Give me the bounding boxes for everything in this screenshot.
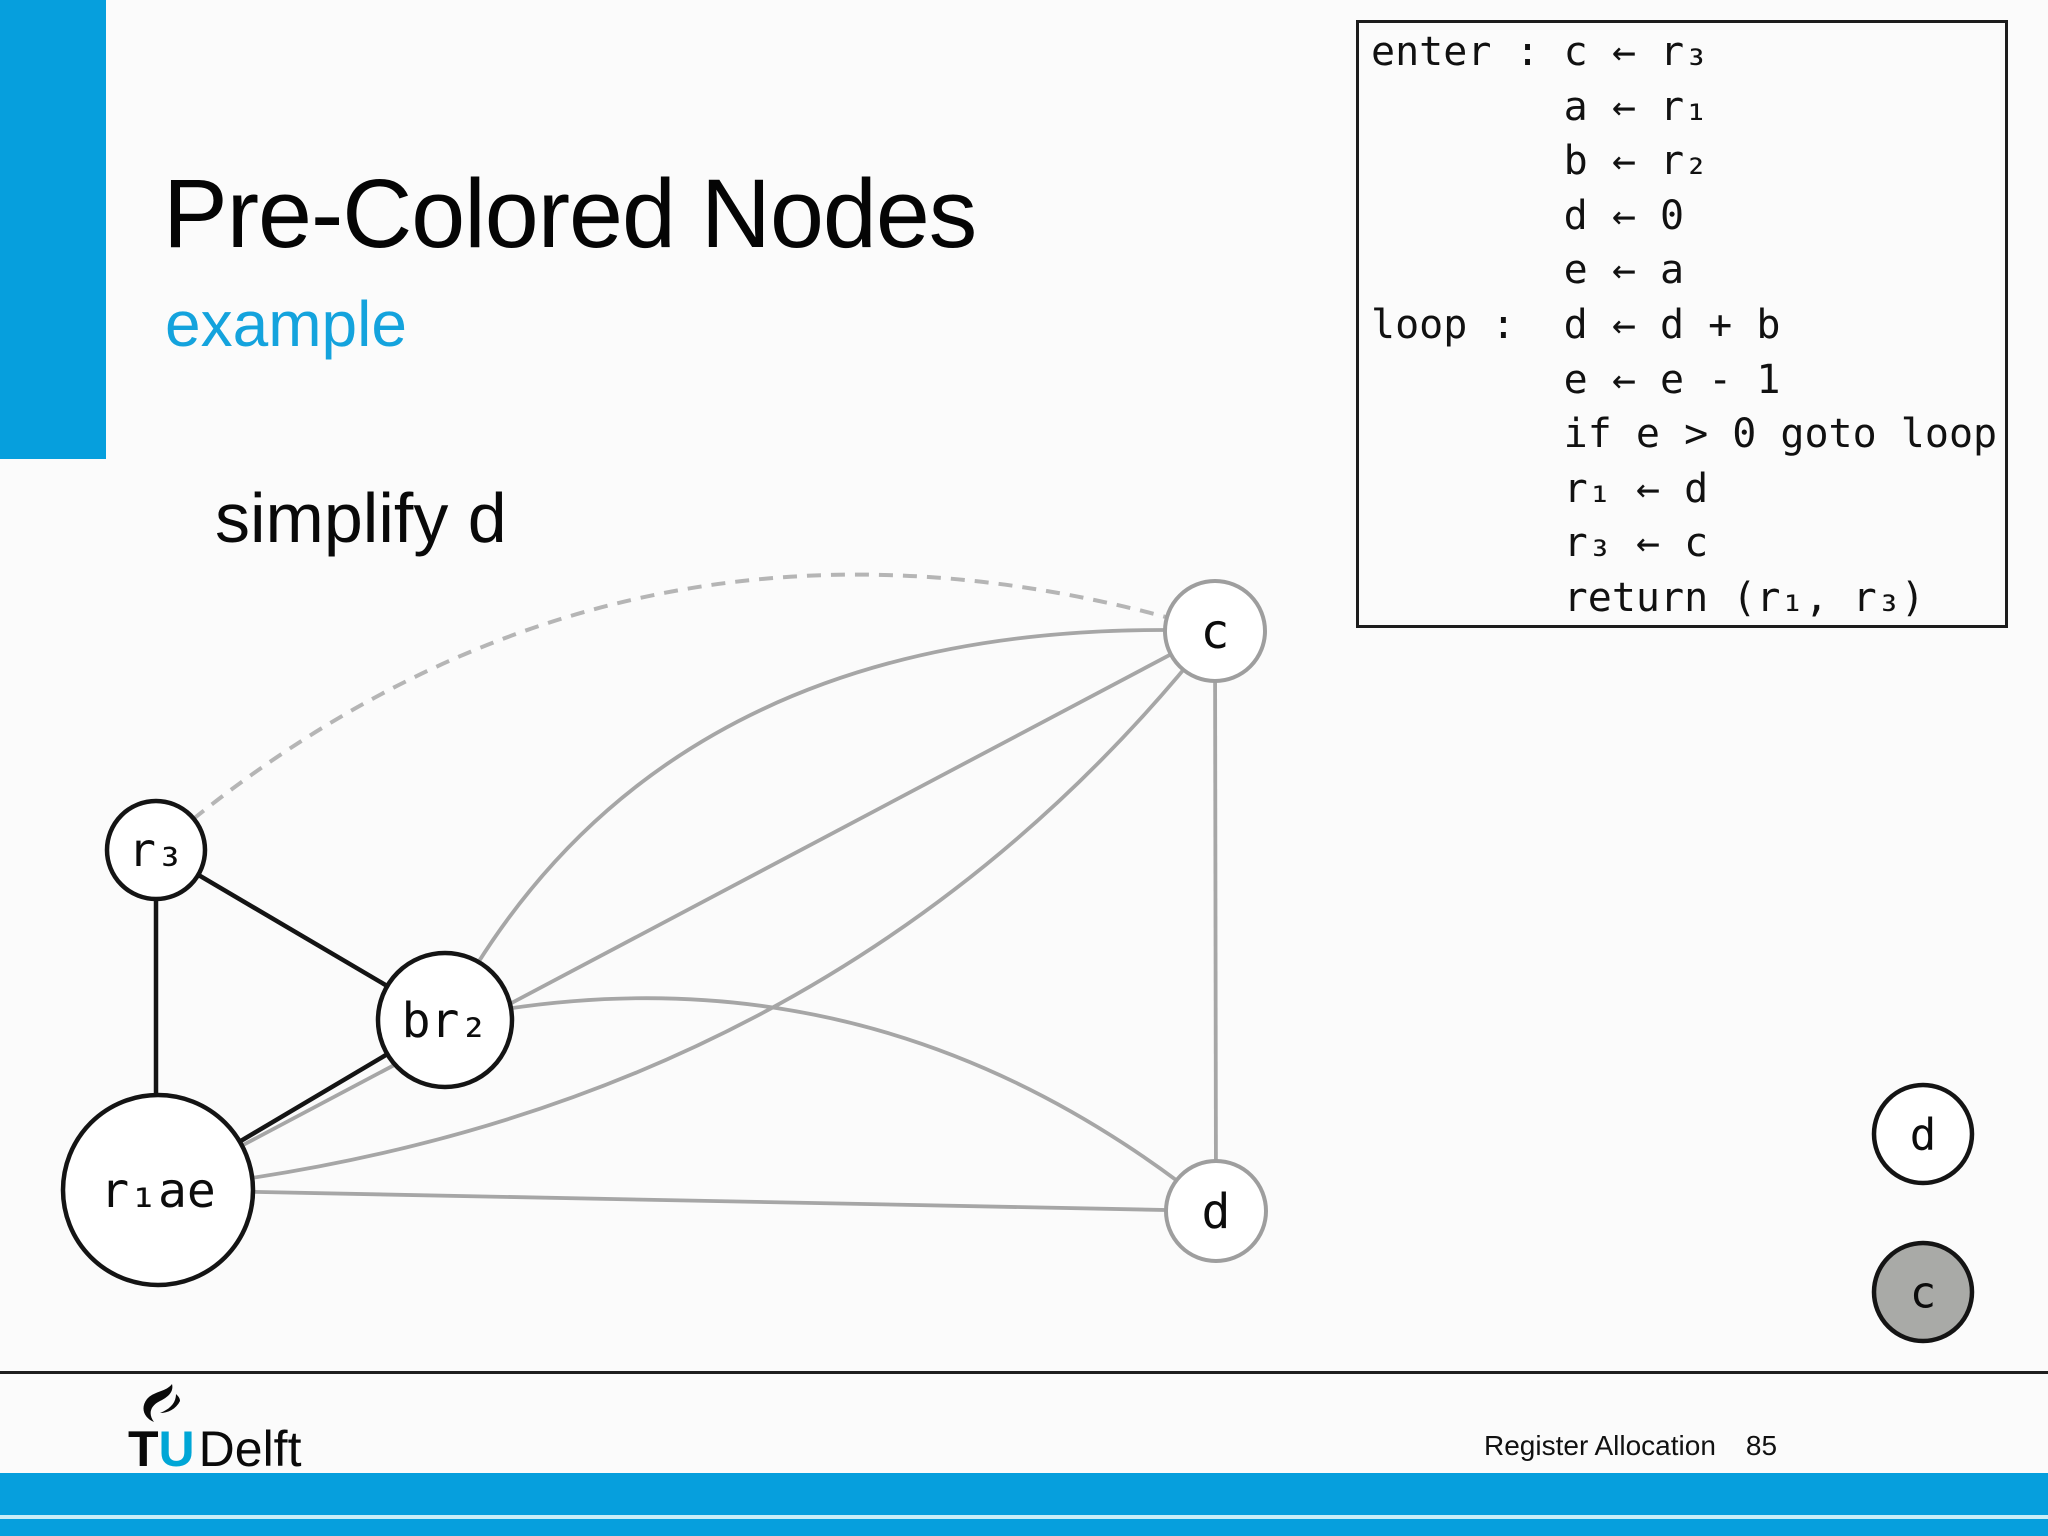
- stack-node-c: c: [1871, 1240, 1975, 1344]
- page-subtitle: example: [165, 288, 407, 360]
- accent-bar-inner-line: [0, 1515, 2048, 1519]
- graph-node-r1ae: r₁ae: [60, 1092, 256, 1288]
- footer-divider: [0, 1371, 2048, 1374]
- graph-node-r3: r₃: [104, 798, 208, 902]
- node-d-circle: [1164, 1159, 1268, 1263]
- graph-edges: [153, 572, 1218, 1213]
- edge-br2-d-arc: [444, 996, 1218, 1213]
- code-line: a ← r₁: [1371, 83, 1709, 130]
- footer-page-number: 85: [1745, 1430, 1778, 1461]
- edge-c-r1ae-arc: [157, 629, 1217, 1192]
- footer-caption: Register Allocation 85: [1484, 1430, 1777, 1462]
- node-r3-circle: [104, 798, 208, 902]
- graph-nodes: c d r₃ br₂ r₁ae d c: [60, 579, 1975, 1344]
- node-r1ae-circle: [60, 1092, 256, 1288]
- node-br2-label: br₂: [402, 993, 489, 1049]
- edge-c-br2-arc: [443, 628, 1216, 1021]
- node-d-label: d: [1202, 1184, 1231, 1240]
- pseudocode-panel: enter : c ← r₃ a ← r₁ b ← r₂ d ← 0 e ← a…: [1356, 20, 2008, 628]
- node-br2-circle: [375, 950, 515, 1090]
- tudelft-logo: TUDelft: [128, 1420, 301, 1478]
- graph-node-d: d: [1164, 1159, 1268, 1263]
- code-line: b ← r₂: [1371, 138, 1709, 185]
- code-line: d ← 0: [1371, 192, 1685, 239]
- node-r3-label: r₃: [128, 823, 183, 877]
- code-line: if e > 0 goto loop: [1371, 411, 1998, 458]
- stack-node-c-circle: [1871, 1240, 1975, 1344]
- stack-node-d-circle: [1871, 1082, 1975, 1186]
- stack-node-d-label: d: [1910, 1109, 1937, 1160]
- code-line: return (r₁, r₃): [1371, 574, 1925, 621]
- edge-c-d: [1213, 630, 1218, 1212]
- logo-letter-t: T: [128, 1421, 159, 1477]
- tudelft-flame-icon: [143, 1384, 180, 1422]
- stack-node-d: d: [1871, 1082, 1975, 1186]
- code-line: r₃ ← c: [1371, 520, 1709, 567]
- code-line: r₁ ← d: [1371, 465, 1709, 512]
- footer-course-name: Register Allocation: [1484, 1430, 1716, 1461]
- node-c-label: c: [1201, 604, 1230, 660]
- node-r1ae-label: r₁ae: [100, 1163, 216, 1219]
- edge-r3-c-move: [154, 572, 1216, 852]
- logo-delft: Delft: [198, 1421, 302, 1477]
- node-c-circle: [1163, 579, 1267, 683]
- edge-r1ae-d: [157, 1188, 1217, 1213]
- simplify-step-label: simplify d: [215, 479, 507, 557]
- logo-letter-u: U: [158, 1421, 195, 1477]
- graph-node-br2: br₂: [375, 950, 515, 1090]
- stack-node-c-label: c: [1910, 1267, 1937, 1318]
- graph-node-c: c: [1163, 579, 1267, 683]
- code-line: e ← a: [1371, 247, 1685, 294]
- code-line: enter : c ← r₃: [1371, 29, 1709, 75]
- edge-r1ae-c: [157, 629, 1216, 1192]
- page-title: Pre-Colored Nodes: [163, 159, 977, 268]
- accent-bar-left: [0, 0, 106, 459]
- accent-bar-bottom: [0, 1473, 2048, 1536]
- code-line: e ← e - 1: [1371, 356, 1781, 403]
- code-line: loop : d ← d + b: [1371, 301, 1781, 348]
